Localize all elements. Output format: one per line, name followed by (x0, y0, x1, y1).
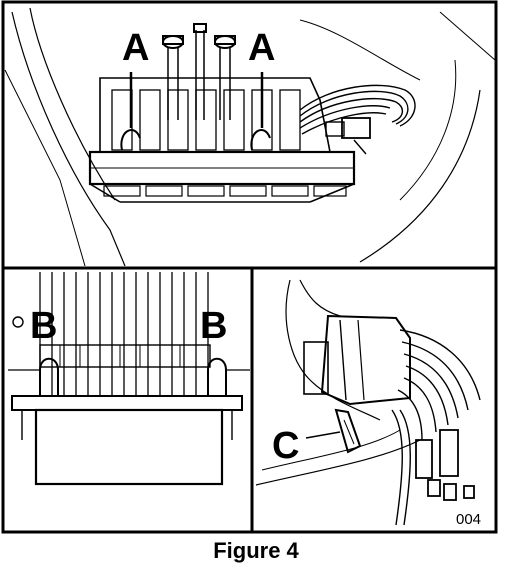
bottom-left-panel (8, 272, 250, 486)
part-number: 004 (456, 511, 481, 528)
top-panel (4, 7, 496, 267)
callout-c: C (272, 425, 299, 467)
callout-a-left: A (122, 27, 149, 69)
callout-a-right: A (248, 27, 275, 69)
callout-b-right: B (200, 305, 227, 347)
bottom-right-panel (255, 279, 481, 526)
callout-b-left: B (30, 305, 57, 347)
figure-caption: Figure 4 (213, 538, 299, 563)
